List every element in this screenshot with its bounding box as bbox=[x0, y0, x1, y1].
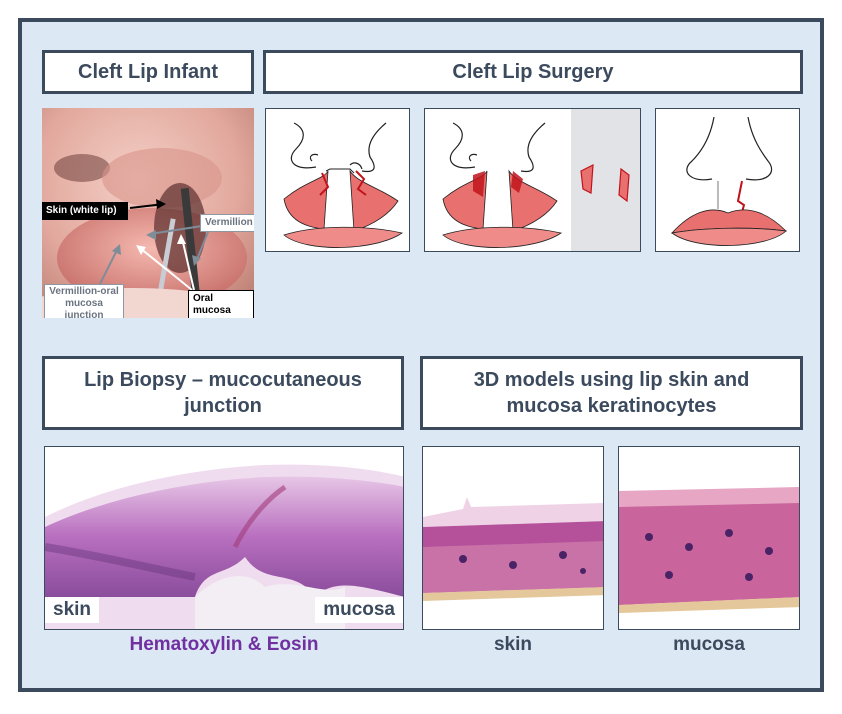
model-skin-image bbox=[422, 446, 604, 630]
cleft-lip-diagram bbox=[283, 122, 403, 248]
incision-diagram bbox=[442, 109, 640, 251]
model-skin-caption: skin bbox=[493, 634, 533, 655]
title-lip-biopsy: Lip Biopsy – mucocutaneous junction bbox=[42, 356, 404, 430]
title-cleft-lip-surgery: Cleft Lip Surgery bbox=[263, 50, 803, 94]
label-vermillion: Vermillion bbox=[200, 214, 254, 232]
surgery-step-1 bbox=[265, 108, 410, 252]
model-mucosa-caption: mucosa bbox=[673, 634, 745, 655]
repaired-lip-diagram bbox=[670, 116, 788, 246]
title-3d-models: 3D models using lip skin and mucosa kera… bbox=[420, 356, 803, 430]
model-mucosa-image bbox=[618, 446, 800, 630]
infant-photo: Skin (white lip) Vermillion Vermillion-o… bbox=[42, 108, 254, 318]
title-text: Lip Biopsy – mucocutaneous junction bbox=[84, 369, 362, 417]
label-oral-mucosa: Oral mucosa bbox=[188, 290, 254, 318]
annotation-arrows bbox=[99, 199, 209, 291]
stain-caption: Hematoxylin & Eosin bbox=[129, 634, 319, 655]
label-vermillion-oral-junction: Vermillion-oral mucosa junction bbox=[44, 284, 124, 318]
biopsy-tag-skin: skin bbox=[45, 597, 100, 623]
skin-model-histology bbox=[423, 447, 603, 629]
biopsy-he-image: skin mucosa bbox=[44, 446, 404, 630]
he-stained-tissue bbox=[45, 447, 403, 629]
title-text: 3D models using lip skin and mucosa kera… bbox=[473, 369, 750, 417]
title-cleft-lip-infant: Cleft Lip Infant bbox=[42, 50, 254, 94]
title-text: Cleft Lip Surgery bbox=[452, 61, 614, 83]
label-skin-white-lip: Skin (white lip) bbox=[42, 202, 128, 220]
title-text: Cleft Lip Infant bbox=[78, 61, 218, 83]
surgery-step-2 bbox=[424, 108, 641, 252]
surgery-step-3 bbox=[655, 108, 800, 252]
biopsy-tag-mucosa: mucosa bbox=[315, 597, 403, 623]
mucosa-model-histology bbox=[619, 447, 799, 629]
